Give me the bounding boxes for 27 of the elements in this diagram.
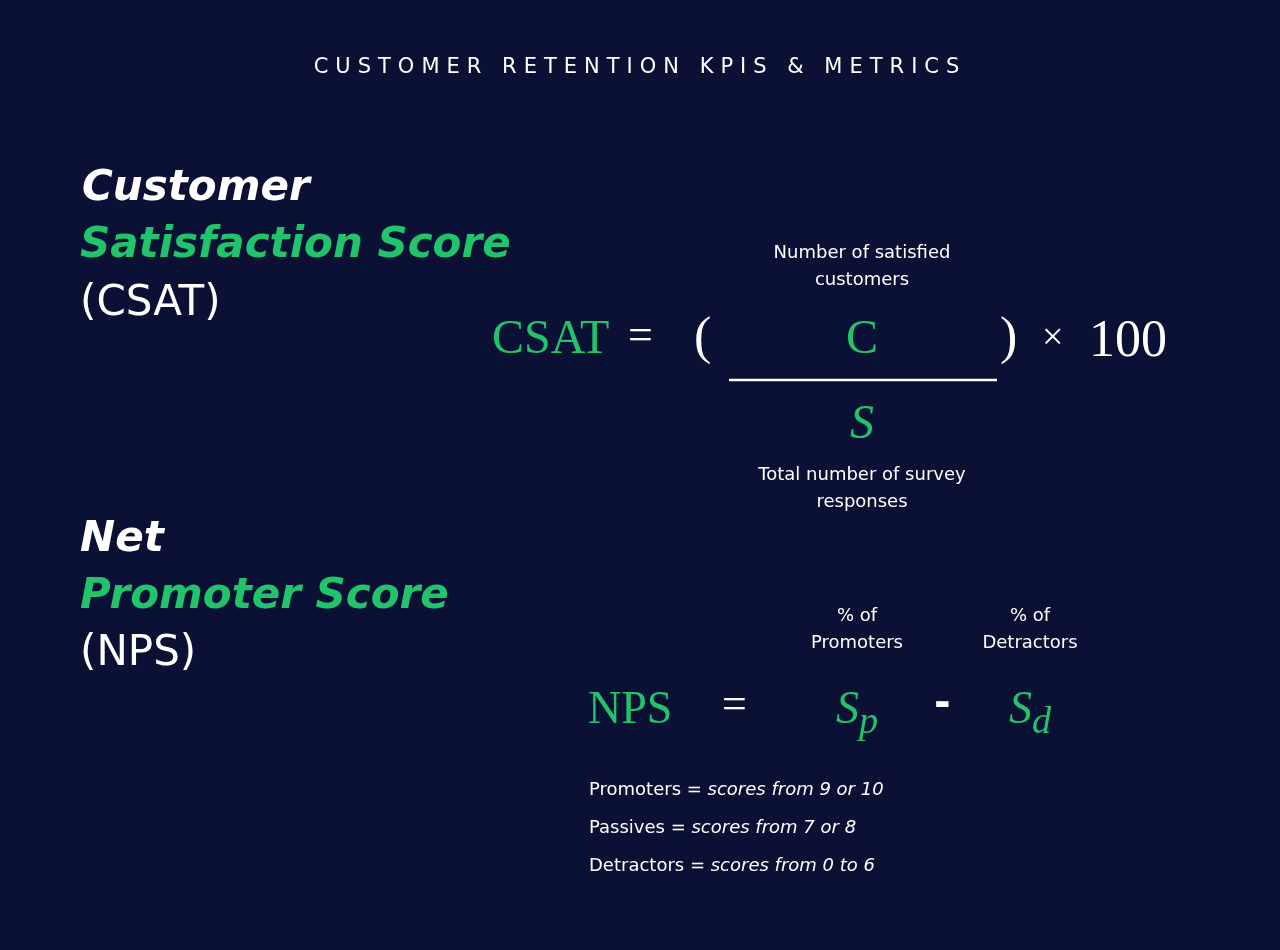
operator: =	[722, 682, 747, 726]
formula-variable: S$_{p}$	[834, 685, 880, 740]
formula-variable: C	[845, 313, 879, 361]
note: Detractors = scores from 0 to 6	[589, 853, 875, 877]
formula-term: CSAT	[492, 313, 610, 361]
number: 100	[1089, 313, 1167, 365]
heading: (NPS)	[80, 630, 197, 672]
description: % of Detractors	[981, 603, 1079, 654]
operator: -	[934, 682, 951, 722]
title: CUSTOMER RETENTION KPIS & METRICS	[312, 56, 968, 77]
description: % of Promoters	[810, 603, 904, 654]
operator: =	[628, 313, 653, 357]
operator: ×	[1042, 317, 1064, 355]
note: Promoters = scores from 9 or 10	[589, 777, 884, 801]
description: Total number of survey responses	[757, 462, 967, 513]
heading: Net	[80, 516, 164, 558]
formula-variable: S	[849, 398, 875, 446]
formula-term: NPS	[588, 685, 673, 731]
heading: Customer	[82, 165, 310, 207]
heading: (CSAT)	[80, 280, 221, 322]
parenthesis: )	[1000, 310, 1018, 362]
parenthesis: (	[694, 310, 712, 362]
formula-variable: S$_{d}$	[1007, 685, 1053, 740]
description: Number of satisfied customers	[772, 240, 952, 291]
note: Passives = scores from 7 or 8	[589, 815, 857, 839]
heading: Satisfaction Score	[80, 222, 511, 264]
heading: Promoter Score	[80, 573, 449, 615]
